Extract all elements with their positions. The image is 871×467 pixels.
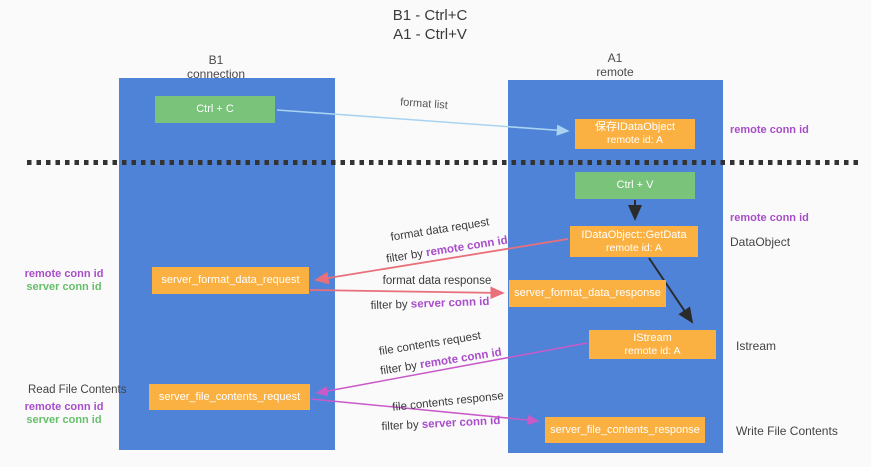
filter-by-text: filter by bbox=[381, 419, 423, 434]
left-remote-conn-id-bottom: remote conn id bbox=[24, 401, 104, 413]
diagram-title-line2: A1 - Ctrl+V bbox=[393, 26, 467, 43]
filter-by-text: filter by bbox=[385, 247, 428, 266]
format-list-label: format list bbox=[399, 96, 449, 112]
server-file-contents-response-label: server_file_contents_response bbox=[550, 423, 700, 436]
format-data-response-label: format data response bbox=[382, 275, 492, 287]
ctrl-c-label: Ctrl + C bbox=[196, 103, 234, 115]
ctrl-v-label: Ctrl + V bbox=[616, 179, 654, 191]
dataobject-label: DataObject bbox=[730, 235, 791, 249]
idataobject-getdata-box: IDataObject::GetData remote id: A bbox=[570, 226, 698, 257]
file-contents-response-label: file contents response bbox=[391, 390, 505, 414]
file-contents-response-filter-label: filter by server conn id bbox=[381, 415, 500, 433]
separator-dashed-line bbox=[27, 160, 860, 165]
save-idataobject-box: 保存IDataObject remote id: A bbox=[575, 119, 695, 149]
server-file-contents-response-box: server_file_contents_response bbox=[545, 417, 705, 443]
column-b1-name: B1 bbox=[208, 53, 224, 67]
right-remote-conn-id-top: remote conn id bbox=[730, 124, 809, 136]
save-idataobject-line2: remote id: A bbox=[606, 134, 664, 146]
left-conn-id-stack-bottom: remote conn id server conn id bbox=[14, 401, 114, 427]
remote-conn-id-key: remote conn id bbox=[425, 234, 509, 260]
filter-by-text: filter by bbox=[379, 359, 422, 378]
diagram-title: B1 - Ctrl+C A1 - Ctrl+V bbox=[340, 6, 520, 44]
write-file-contents-label: Write File Contents bbox=[736, 424, 838, 438]
column-header-a1: A1 remote bbox=[555, 51, 675, 79]
remote-conn-id-key: remote conn id bbox=[419, 346, 503, 372]
column-a1-name: A1 bbox=[607, 51, 623, 65]
server-format-data-request-label: server_format_data_request bbox=[161, 274, 300, 286]
server-conn-id-key: server conn id bbox=[410, 295, 490, 311]
filter-by-text: filter by bbox=[370, 298, 412, 313]
arrow-format-data-response bbox=[309, 286, 505, 300]
diagram-title-line1: B1 - Ctrl+C bbox=[392, 7, 468, 24]
server-format-data-response-label: server_format_data_response bbox=[514, 287, 661, 299]
server-format-data-response-box: server_format_data_response bbox=[509, 280, 666, 307]
ctrl-v-box: Ctrl + V bbox=[575, 172, 695, 199]
column-a1-subtitle: remote bbox=[596, 65, 634, 79]
right-remote-conn-id-mid: remote conn id bbox=[730, 212, 809, 224]
server-conn-id-key: server conn id bbox=[421, 414, 501, 431]
server-file-contents-request-label: server_file_contents_request bbox=[158, 390, 301, 403]
idataobject-getdata-line1: IDataObject::GetData bbox=[581, 228, 687, 241]
left-server-conn-id-top: server conn id bbox=[26, 281, 102, 293]
column-header-b1: B1 connection bbox=[156, 53, 276, 81]
istream-line2: remote id: A bbox=[624, 344, 681, 357]
ctrl-c-box: Ctrl + C bbox=[155, 96, 275, 123]
column-b1-subtitle: connection bbox=[186, 67, 246, 81]
istream-line1: IStream bbox=[633, 331, 672, 344]
server-file-contents-request-box: server_file_contents_request bbox=[149, 384, 310, 410]
left-conn-id-stack-top: remote conn id server conn id bbox=[14, 268, 114, 294]
istream-side-label: Istream bbox=[736, 339, 777, 353]
read-file-contents-label: Read File Contents bbox=[28, 384, 127, 396]
idataobject-getdata-line2: remote id: A bbox=[605, 241, 663, 254]
left-remote-conn-id-top: remote conn id bbox=[24, 268, 104, 280]
server-format-data-request-box: server_format_data_request bbox=[152, 267, 309, 294]
istream-box: IStream remote id: A bbox=[589, 330, 716, 359]
save-idataobject-line1: 保存IDataObject bbox=[594, 121, 676, 133]
left-server-conn-id-bottom: server conn id bbox=[26, 414, 102, 426]
format-data-response-filter-label: filter by server conn id bbox=[370, 296, 489, 312]
